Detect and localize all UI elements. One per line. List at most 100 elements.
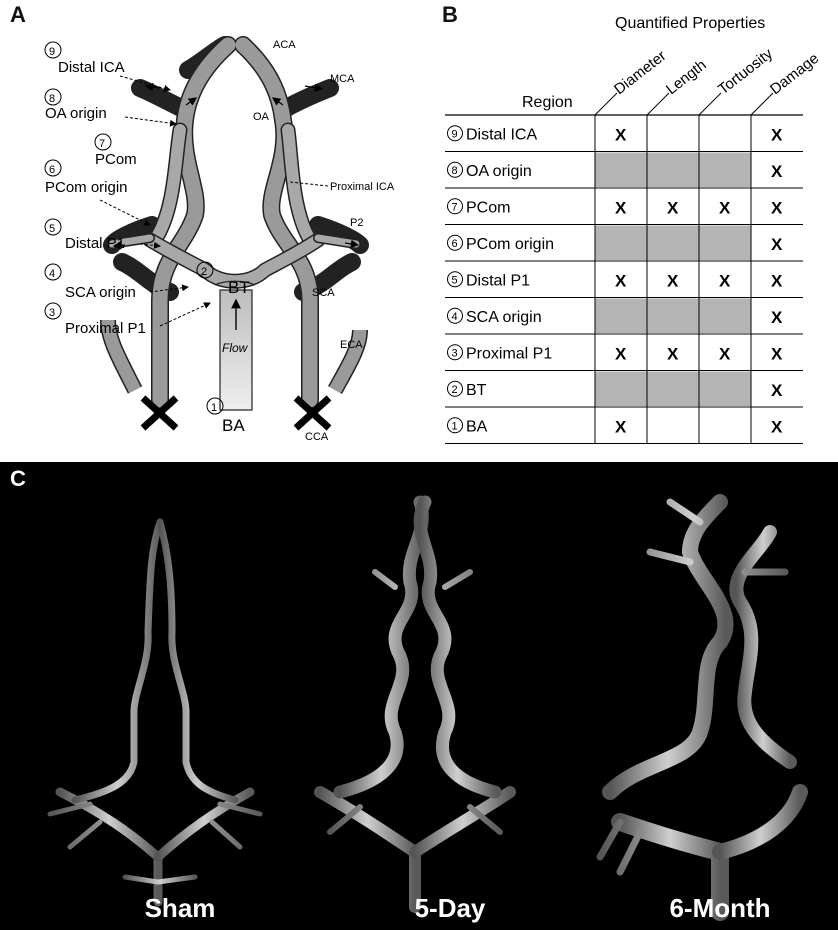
- region-header: Region: [522, 94, 573, 111]
- column-header-diameter: Diameter: [611, 47, 669, 98]
- cell-mark: X: [719, 198, 731, 217]
- row-region-label: PCom: [466, 199, 510, 216]
- row-number: 3: [452, 347, 458, 359]
- vessel-diagram: Flow 9 Distal ICA 8 OA origin: [0, 0, 440, 455]
- row-number: 4: [452, 311, 458, 323]
- label-3-proximal-p1: 3 Proximal P1: [45, 303, 210, 337]
- row-region-label: BA: [466, 418, 488, 435]
- cell-mark: X: [771, 162, 783, 181]
- table-row: 7 PCom X X X X: [445, 198, 803, 224]
- svg-text:7: 7: [99, 138, 105, 150]
- column-header-damage: Damage: [767, 50, 822, 98]
- rendering-sham: [50, 522, 260, 902]
- shaded-cell: [595, 372, 751, 407]
- row-region-label: BT: [466, 382, 487, 399]
- row-number: 5: [452, 274, 458, 286]
- cell-mark: X: [771, 125, 783, 144]
- svg-text:Proximal P1: Proximal P1: [65, 320, 146, 337]
- caption-6-month: 6-Month: [610, 893, 830, 924]
- row-number: 7: [452, 201, 458, 213]
- cell-mark: X: [719, 271, 731, 290]
- label-mca: MCA: [330, 73, 355, 85]
- row-region-label: OA origin: [466, 163, 532, 180]
- caption-5-day: 5-Day: [340, 893, 560, 924]
- cell-mark: X: [615, 417, 627, 436]
- row-region-label: PCom origin: [466, 236, 554, 253]
- table-title: Quantified Properties: [615, 15, 765, 32]
- rendering-5-day: [320, 502, 510, 907]
- column-header-tortuosity: Tortuosity: [715, 45, 776, 98]
- svg-text:BA: BA: [222, 416, 245, 435]
- cell-mark: X: [771, 271, 783, 290]
- column-header-length: Length: [663, 57, 710, 99]
- table-row: 5 Distal P1 X X X X: [445, 271, 803, 297]
- svg-text:PCom: PCom: [95, 151, 137, 168]
- svg-text:Distal ICA: Distal ICA: [58, 59, 125, 76]
- svg-text:BT: BT: [228, 278, 250, 297]
- row-number: 8: [452, 165, 458, 177]
- svg-text:PCom origin: PCom origin: [45, 179, 128, 196]
- cell-mark: X: [615, 198, 627, 217]
- cell-mark: X: [667, 271, 679, 290]
- label-p2: P2: [350, 217, 363, 229]
- label-cca: CCA: [305, 431, 329, 443]
- cell-mark: X: [771, 235, 783, 254]
- table-row: 1 BA X X: [445, 417, 803, 443]
- row-region-label: Proximal P1: [466, 345, 552, 362]
- svg-text:9: 9: [49, 46, 55, 58]
- svg-text:Distal P1: Distal P1: [65, 235, 125, 252]
- row-region-label: Distal ICA: [466, 126, 537, 143]
- row-number: 6: [452, 238, 458, 250]
- shaded-cell: [595, 226, 751, 261]
- properties-table: Quantified Properties Region DiameterLen…: [440, 0, 838, 455]
- cell-mark: X: [771, 308, 783, 327]
- row-number: 2: [452, 384, 458, 396]
- column-header-slash: [699, 93, 721, 115]
- label-oa: OA: [253, 111, 270, 123]
- svg-text:5: 5: [49, 223, 55, 235]
- row-number: 9: [452, 128, 458, 140]
- column-header-slash: [595, 93, 617, 115]
- row-region-label: SCA origin: [466, 309, 542, 326]
- caption-sham: Sham: [70, 893, 290, 924]
- flow-label: Flow: [222, 341, 249, 355]
- panel-a-diagram: A: [0, 0, 440, 455]
- cell-mark: X: [667, 344, 679, 363]
- svg-text:4: 4: [49, 268, 55, 280]
- svg-text:1: 1: [211, 402, 217, 414]
- cell-mark: X: [771, 381, 783, 400]
- svg-text:2: 2: [201, 266, 207, 278]
- label-aca: ACA: [273, 39, 296, 51]
- svg-text:OA origin: OA origin: [45, 105, 107, 122]
- panel-b-letter: B: [442, 2, 458, 28]
- row-region-label: Distal P1: [466, 272, 530, 289]
- label-7-pcom: 7 PCom: [95, 134, 137, 168]
- cell-mark: X: [667, 198, 679, 217]
- svg-text:SCA origin: SCA origin: [65, 284, 136, 301]
- panel-c-renderings: C: [0, 462, 838, 930]
- svg-text:6: 6: [49, 164, 55, 176]
- cell-mark: X: [771, 344, 783, 363]
- cell-mark: X: [615, 271, 627, 290]
- shaded-cell: [595, 153, 751, 188]
- label-sca: SCA: [312, 287, 335, 299]
- svg-text:3: 3: [49, 307, 55, 319]
- label-6-pcom-origin: 6 PCom origin: [45, 160, 150, 225]
- label-9-distal-ica: 9 Distal ICA: [45, 42, 170, 90]
- row-number: 1: [452, 420, 458, 432]
- label-proximal-ica: Proximal ICA: [330, 181, 395, 193]
- table-row: 4 SCA origin X: [445, 299, 803, 335]
- shaded-cell: [595, 299, 751, 334]
- vessel-renderings: [0, 462, 838, 930]
- panel-a-letter: A: [10, 2, 26, 28]
- table-row: 6 PCom origin X: [445, 226, 803, 262]
- cell-mark: X: [771, 198, 783, 217]
- cell-mark: X: [719, 344, 731, 363]
- cell-mark: X: [771, 417, 783, 436]
- column-header-slash: [647, 93, 669, 115]
- table-row: 8 OA origin X: [445, 153, 803, 189]
